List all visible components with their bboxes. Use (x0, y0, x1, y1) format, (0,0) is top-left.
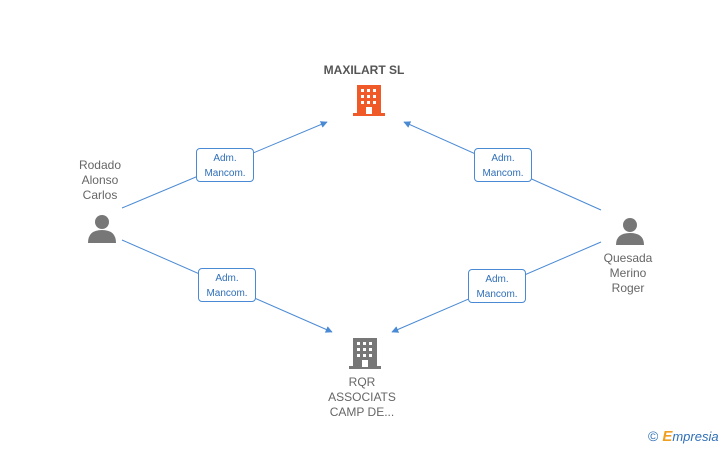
person-left-label[interactable]: Rodado Alonso Carlos (78, 158, 122, 202)
edge-label-right-bottom: Adm. Mancom. (468, 269, 526, 303)
edge-label-right-top: Adm. Mancom. (474, 148, 532, 182)
company-bottom-label[interactable]: RQR ASSOCIATS CAMP DE... (328, 375, 396, 419)
person-icon-left[interactable] (88, 215, 116, 243)
empresia-logo: ©Empresia (648, 428, 719, 448)
copyright-icon: © (648, 428, 659, 444)
company-top-label[interactable]: MAXILART SL (323, 63, 405, 77)
building-icon-bottom[interactable] (349, 338, 381, 369)
edge-label-left-top: Adm. Mancom. (196, 148, 254, 182)
person-right-label[interactable]: Quesada Merino Roger (603, 251, 653, 295)
person-icon-right[interactable] (616, 218, 644, 245)
brand-initial: E (662, 428, 673, 445)
edge-label-left-bottom: Adm. Mancom. (198, 268, 256, 302)
building-icon-top[interactable] (353, 85, 385, 116)
brand-name: mpresia (672, 429, 719, 444)
